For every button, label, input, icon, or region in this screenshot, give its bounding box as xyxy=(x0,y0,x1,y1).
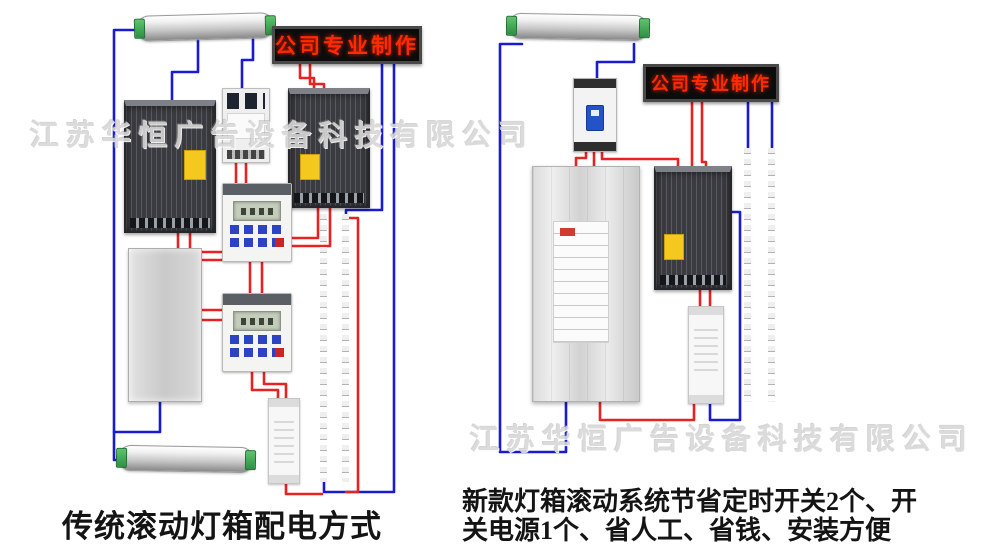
timer-lcd xyxy=(232,201,282,221)
led-display-sign: 公司专业制作 xyxy=(643,64,779,102)
controller-product-label xyxy=(553,221,609,343)
wire-red-timer2-to-driver-a xyxy=(250,370,280,400)
wire-blue-tube-to-psu1 xyxy=(170,38,200,102)
wire-red-breaker-to-psu3 xyxy=(600,148,680,169)
psu-terminal-strip xyxy=(660,275,726,285)
right-top-roller-tube xyxy=(505,12,651,42)
timer-switch-1 xyxy=(222,183,292,262)
psu-warning-label xyxy=(664,234,684,260)
right-caption-line2: 关电源1个、省人工、省钱、安装方便 xyxy=(462,515,892,545)
wire-red-psu2-to-timer1-a xyxy=(288,204,320,240)
ballast-box xyxy=(128,248,202,402)
timer-header xyxy=(223,294,291,305)
switching-power-supply-3 xyxy=(654,166,732,290)
breaker-toggle xyxy=(586,105,604,131)
timer-lcd-digits xyxy=(240,208,274,215)
wire-red-psu2-to-timer1-b xyxy=(288,204,332,248)
wire-red-breaker-to-alum-a xyxy=(574,148,588,169)
led-strip-left-1 xyxy=(320,214,327,482)
wire-blue-graybox-to-run xyxy=(112,398,162,434)
driver-label-lines xyxy=(694,329,718,371)
timer-header xyxy=(223,184,291,195)
timer-switch-2 xyxy=(222,293,292,372)
wire-blue-tube-to-device xyxy=(240,32,255,94)
led-display-sign: 公司专业制作 xyxy=(272,26,422,64)
device-body xyxy=(227,113,265,139)
breaker-top-terminals xyxy=(574,79,616,88)
wire-red-timer2-to-driver-b xyxy=(262,370,288,400)
tube-end-cap xyxy=(505,15,518,36)
left-diagram-caption: 传统滚动灯箱配电方式 xyxy=(62,509,382,544)
tube-end-cap xyxy=(133,18,146,39)
right-caption-line1: 新款灯箱滚动系统节省定时开关2个、开 xyxy=(462,487,918,516)
timer-buttons-row1 xyxy=(230,335,284,344)
led-strip-left-2 xyxy=(342,214,349,482)
circuit-breaker xyxy=(573,78,617,152)
led-sign-text: 公司专业制作 xyxy=(275,35,419,58)
wire-blue-psu3-bottom-loop xyxy=(708,210,742,422)
tube-end-cap xyxy=(638,18,651,39)
wire-red-alum-to-driver xyxy=(598,398,696,422)
wire-red-driver-to-strips xyxy=(284,482,324,496)
led-strip-right-1 xyxy=(744,148,751,402)
driver-label-lines xyxy=(274,421,294,463)
device-terminals xyxy=(227,150,265,159)
wire-blue-tube-to-breaker xyxy=(595,42,636,82)
timer-buttons-row2 xyxy=(230,348,284,357)
left-top-roller-tube xyxy=(133,12,277,42)
tube-end-cap xyxy=(244,450,257,471)
left-bottom-roller-tube xyxy=(115,444,257,474)
led-driver-right xyxy=(688,306,724,404)
control-device xyxy=(222,88,270,163)
switching-power-supply-1 xyxy=(124,100,216,233)
timer-buttons-row2 xyxy=(230,238,284,247)
psu-warning-label xyxy=(300,154,320,180)
led-driver-left xyxy=(268,398,300,484)
timer-buttons-row1 xyxy=(230,225,284,234)
wire-red-strip-loop xyxy=(344,216,360,494)
led-sign-text: 公司专业制作 xyxy=(651,74,771,94)
scrolling-system-controller xyxy=(532,166,640,402)
timer-lcd-digits xyxy=(240,318,274,325)
device-ports xyxy=(227,93,265,109)
wire-red-sign2-to-psu3-b xyxy=(700,100,708,169)
breaker-bottom-terminals xyxy=(574,142,616,151)
tube-end-cap xyxy=(115,447,128,468)
wire-blue-right-left-run xyxy=(498,42,568,454)
psu-warning-label xyxy=(184,150,206,180)
psu-terminal-strip xyxy=(294,193,364,203)
right-diagram-caption: 新款灯箱滚动系统节省定时开关2个、开 关电源1个、省人工、省钱、安装方便 xyxy=(462,487,996,545)
led-strip-right-2 xyxy=(768,148,775,402)
psu-terminal-strip xyxy=(130,218,210,228)
switching-power-supply-2 xyxy=(288,88,370,208)
timer-lcd xyxy=(232,311,282,331)
